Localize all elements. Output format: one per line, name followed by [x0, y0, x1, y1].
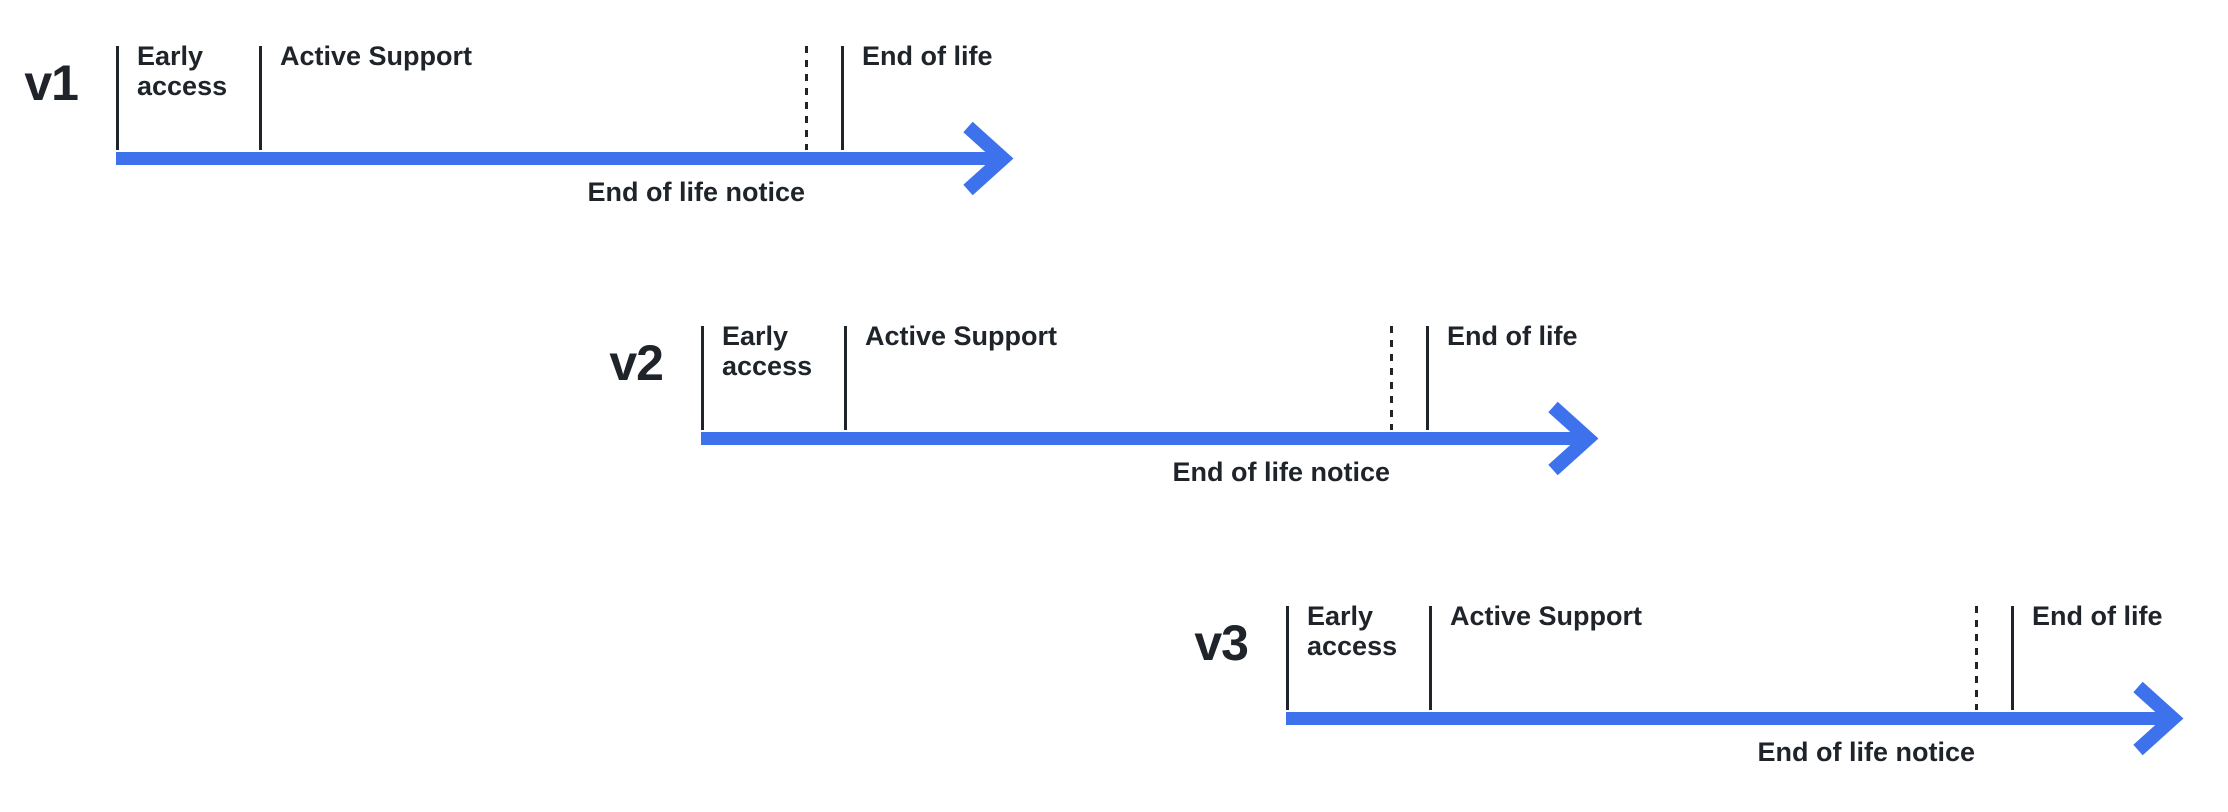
active-support-tick — [1429, 606, 1432, 710]
timeline-arrow-icon — [1286, 681, 2184, 756]
eol-notice-label: End of life notice — [1172, 457, 1390, 487]
timeline-v2: v2 Early access Active Support End of li… — [585, 280, 1655, 525]
early-access-label: Early access — [137, 41, 228, 101]
eol-notice-dashed-line — [1975, 606, 1978, 710]
eol-notice-label: End of life notice — [1757, 737, 1975, 767]
active-support-tick — [844, 326, 847, 430]
active-support-label: Active Support — [280, 41, 473, 71]
end-of-life-tick — [841, 46, 844, 150]
end-of-life-label: End of life — [1447, 321, 1578, 351]
early-access-tick — [701, 326, 704, 430]
end-of-life-tick — [1426, 326, 1429, 430]
version-label: v1 — [24, 55, 79, 111]
timeline-v1: v1 Early access Active Support End of li… — [0, 0, 1070, 245]
early-access-label: Early access — [1307, 601, 1398, 661]
active-support-label: Active Support — [1450, 601, 1643, 631]
version-label: v2 — [609, 335, 664, 391]
active-support-label: Active Support — [865, 321, 1058, 351]
early-access-tick — [1286, 606, 1289, 710]
timeline-v3: v3 Early access Active Support End of li… — [1170, 560, 2228, 805]
eol-notice-label: End of life notice — [587, 177, 805, 207]
timeline-arrow-icon — [116, 121, 1014, 196]
end-of-life-tick — [2011, 606, 2014, 710]
timeline-arrow-icon — [701, 401, 1599, 476]
eol-notice-dashed-line — [805, 46, 808, 150]
version-label: v3 — [1194, 615, 1249, 671]
early-access-label: Early access — [722, 321, 813, 381]
end-of-life-label: End of life — [2032, 601, 2163, 631]
eol-notice-dashed-line — [1390, 326, 1393, 430]
early-access-tick — [116, 46, 119, 150]
active-support-tick — [259, 46, 262, 150]
end-of-life-label: End of life — [862, 41, 993, 71]
